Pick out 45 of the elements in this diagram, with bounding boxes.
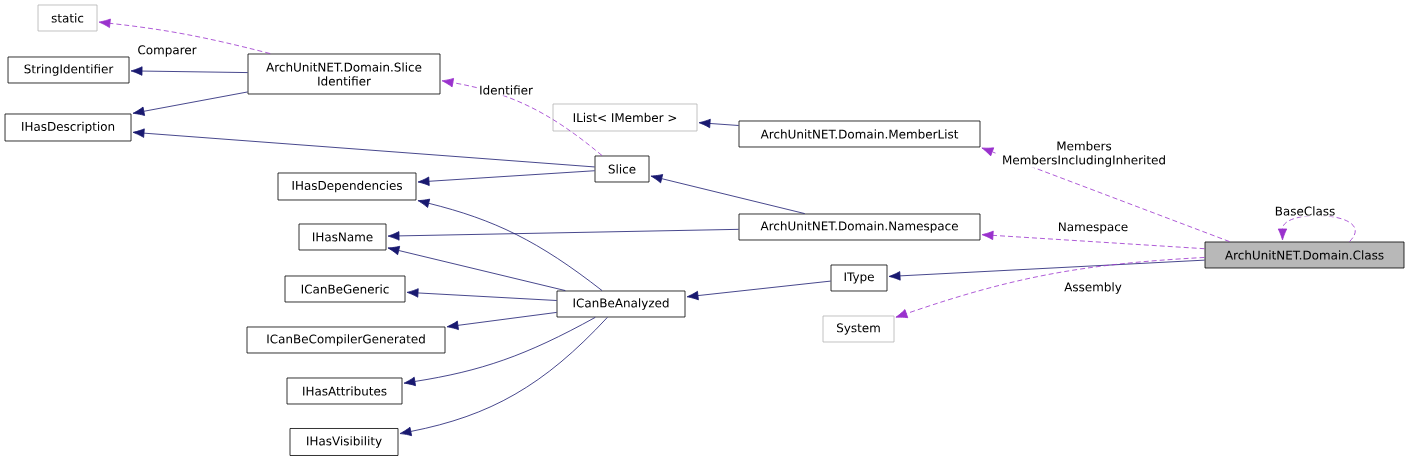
arrow: [1277, 215, 1356, 242]
arrow: [132, 128, 595, 168]
arrow: [132, 91, 248, 116]
arrow: [387, 228, 739, 241]
arrow: [446, 312, 557, 330]
arrow: [895, 257, 1205, 319]
class-box: StringIdentifier: [7, 56, 130, 84]
edge-label: Assembly: [1063, 281, 1123, 295]
arrow: [686, 280, 831, 301]
arrow: [650, 174, 806, 214]
arrow: [981, 147, 1230, 242]
arrow: [130, 66, 248, 76]
arrow: [399, 317, 608, 437]
arrow: [406, 288, 557, 301]
class-box: IHasAttributes: [286, 377, 403, 405]
class-box: IHasDescription: [4, 113, 132, 142]
arrow: [417, 170, 595, 186]
class-box: ICanBeAnalyzed: [556, 290, 686, 318]
class-box: IType: [830, 264, 888, 292]
arrow: [403, 317, 596, 387]
arrow: [417, 198, 603, 291]
arrow: [888, 259, 1205, 281]
class-box: ArchUnitNET.Domain.MemberList: [738, 120, 981, 148]
class-box: ICanBeGeneric: [284, 275, 406, 303]
class-box: IList< IMember >: [552, 103, 698, 132]
arrow: [387, 245, 566, 291]
class-box: IHasVisibility: [289, 428, 399, 456]
class-box: Slice: [594, 155, 650, 183]
class-box: ArchUnitNET.Domain.Class: [1204, 241, 1405, 269]
class-box: IHasName: [298, 223, 387, 251]
edge-label: Identifier: [478, 84, 534, 96]
edge-label: Namespace: [1056, 221, 1130, 235]
class-box: ICanBeCompilerGenerated: [246, 326, 446, 354]
edge-label: BaseClass: [1273, 205, 1337, 217]
arrow: [698, 118, 739, 129]
class-box: static: [37, 4, 98, 32]
arrow: [981, 230, 1205, 250]
class-box: System: [822, 315, 895, 343]
edge-label: Members MembersIncludingInherited: [995, 140, 1173, 168]
class-box: ArchUnitNET.Domain.Slice Identifier: [247, 53, 441, 95]
class-box: ArchUnitNET.Domain.Namespace: [738, 213, 981, 241]
arrow: [441, 78, 603, 156]
edge-label: Comparer: [136, 44, 198, 58]
arrow: [98, 18, 271, 54]
class-box: IHasDependencies: [277, 172, 417, 201]
